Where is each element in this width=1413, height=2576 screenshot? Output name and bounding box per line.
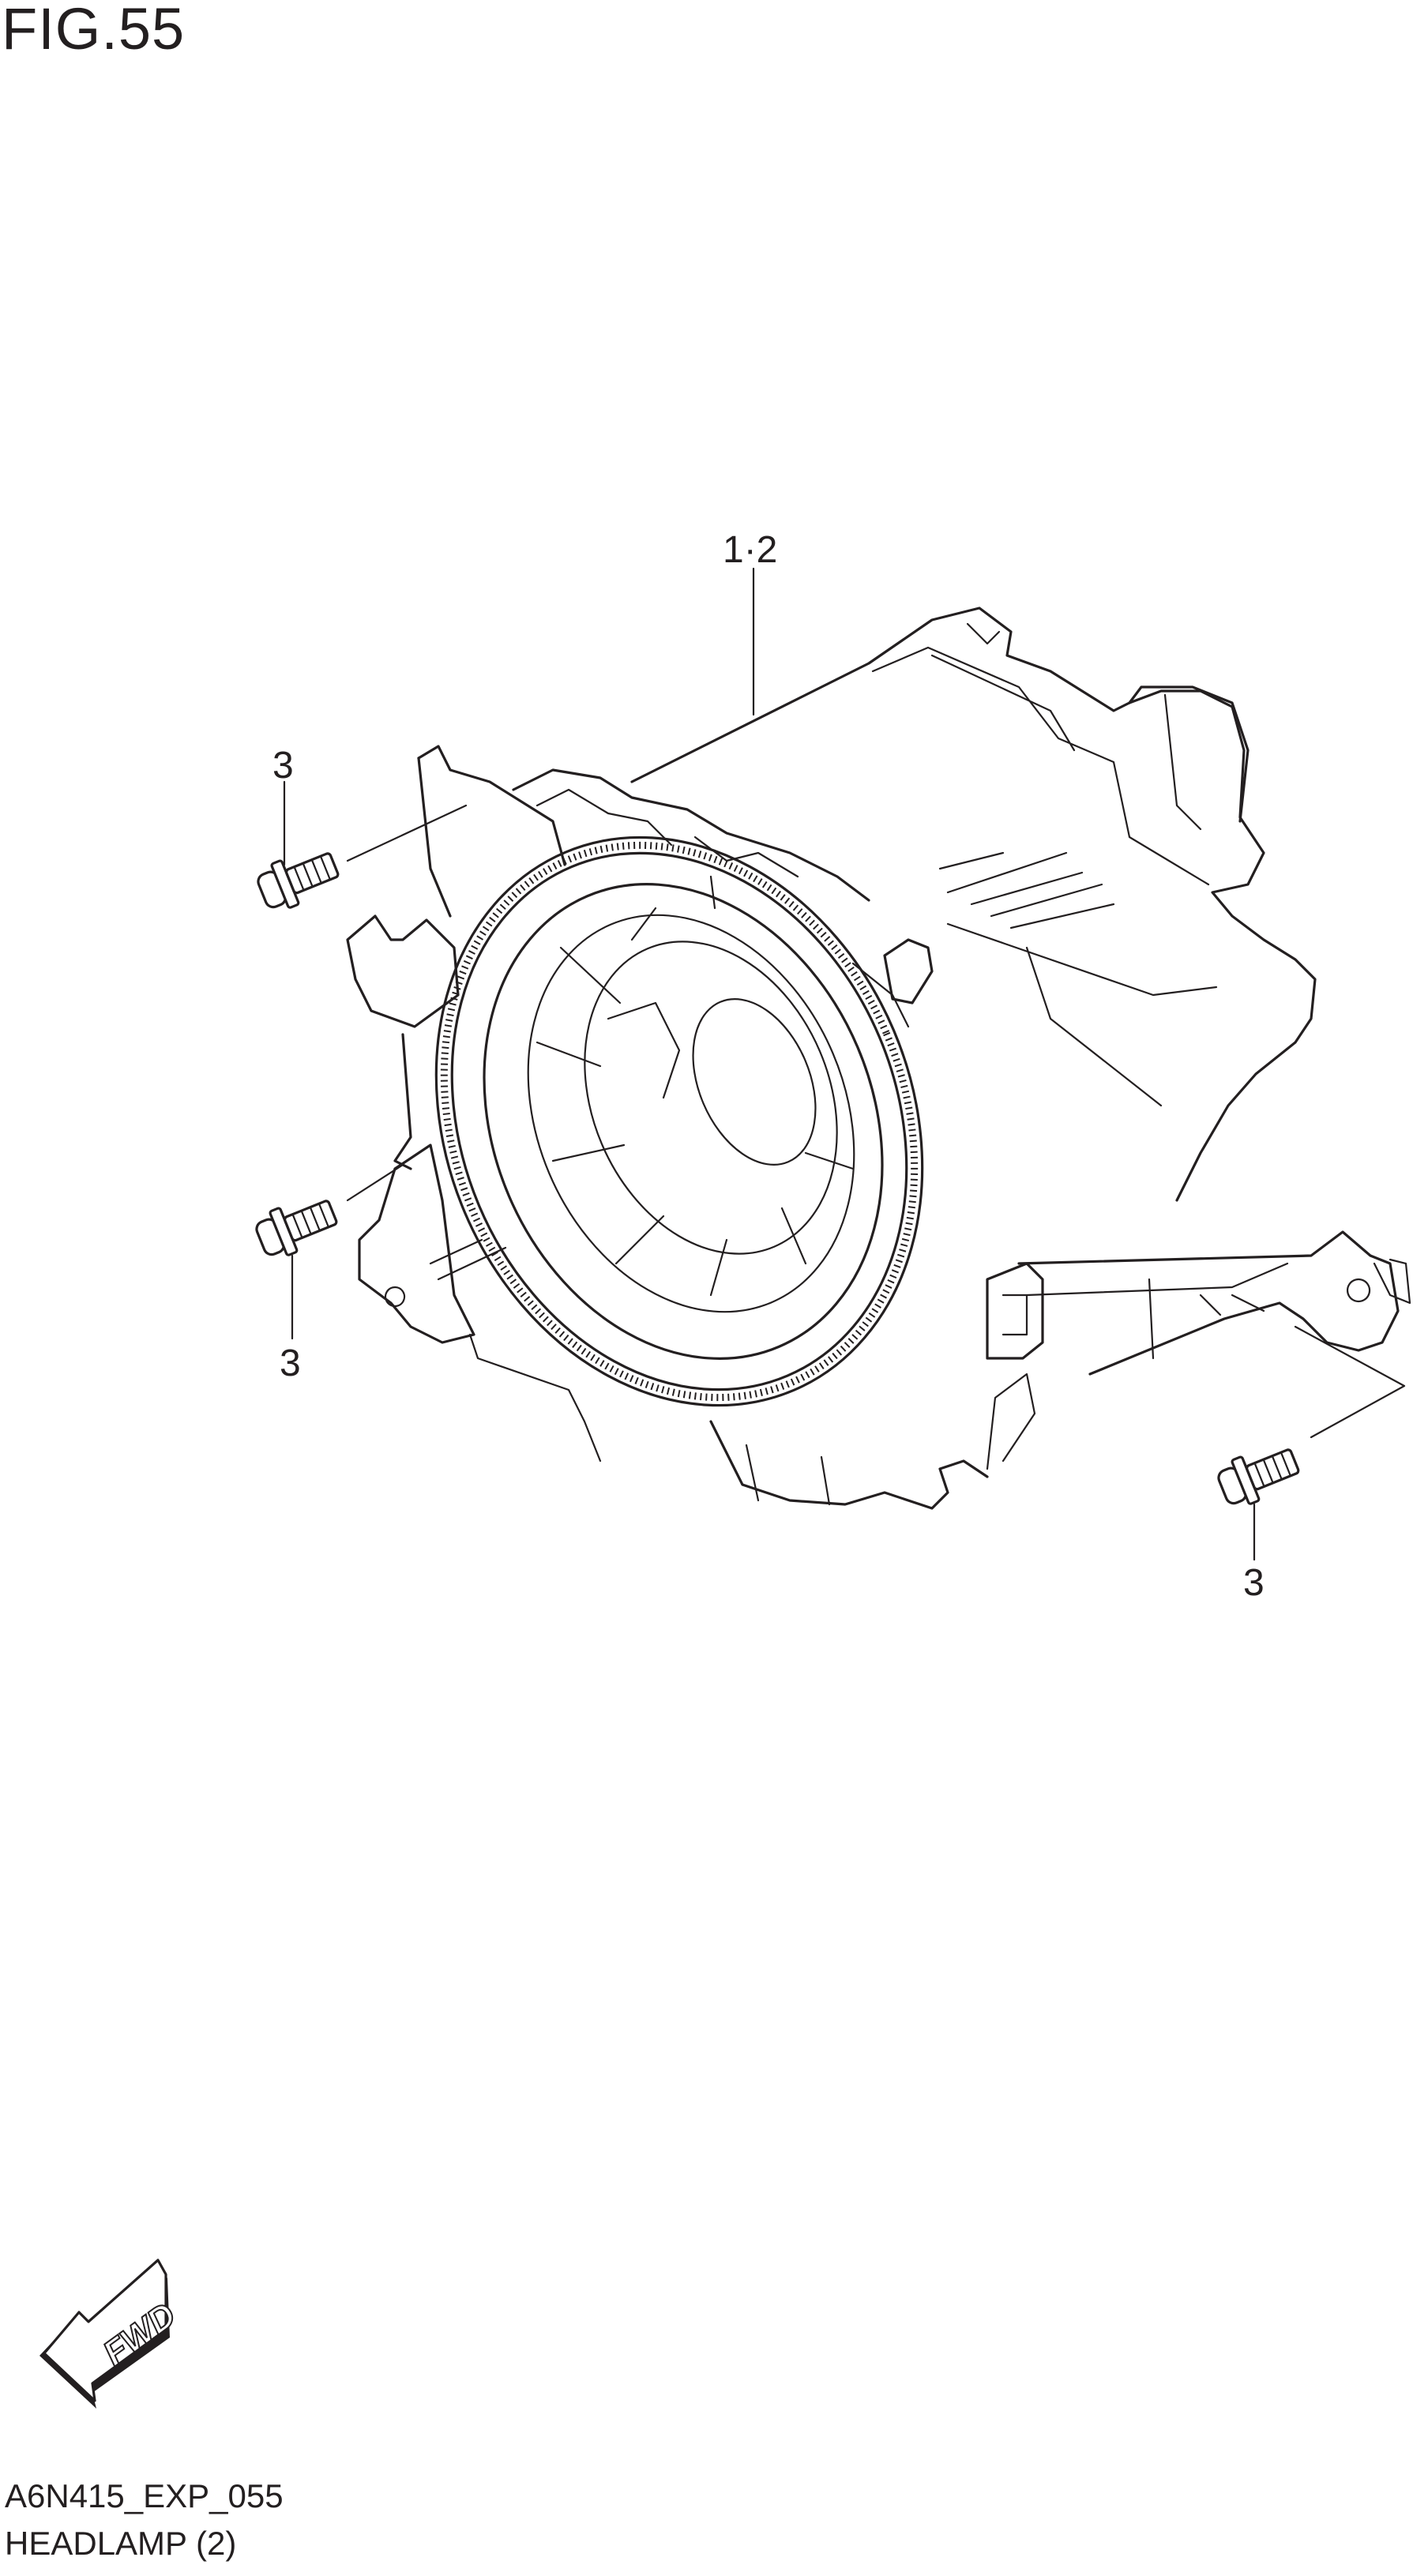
bolt-left[interactable] [252, 1190, 341, 1263]
callout-bolt-left: 3 [280, 1342, 301, 1384]
leader-line-bolt-left-to-housing [346, 1163, 404, 1202]
diagram-name: HEADLAMP (2) [5, 2525, 237, 2562]
callout-main-part: 1·2 [723, 529, 777, 571]
leader-line-bolt-right-to-housing [1294, 1325, 1406, 1439]
callout-bolt-top: 3 [272, 745, 294, 787]
bolt-top-left[interactable] [254, 843, 343, 915]
figure-title: FIG.55 [2, 0, 186, 62]
callout-bolt-right: 3 [1243, 1562, 1265, 1604]
diagram-code: A6N415_EXP_055 [5, 2477, 284, 2514]
leader-line-bolt-top-to-housing [346, 804, 468, 862]
headlamp-housing[interactable] [346, 606, 1411, 1510]
bolt-right[interactable] [1214, 1439, 1303, 1511]
forward-direction-arrow-icon: FWD [39, 2259, 184, 2409]
